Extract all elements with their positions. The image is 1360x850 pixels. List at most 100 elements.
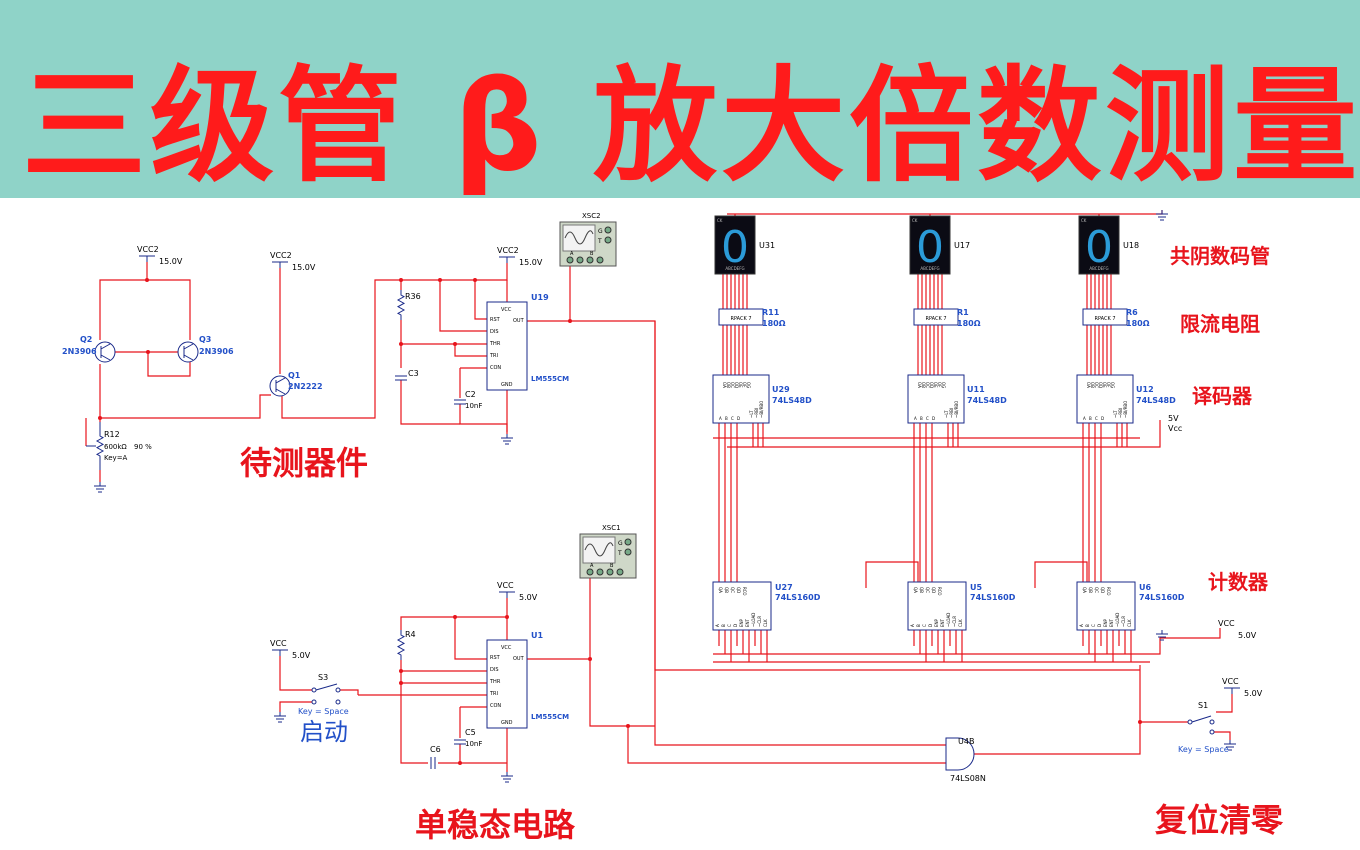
annotation-display: 共阴数码管 (1170, 244, 1270, 268)
counter-part: 74LS160D (970, 593, 1016, 602)
decoder-pin: OF (937, 382, 942, 388)
xsc2-oscilloscope-pin (576, 256, 584, 264)
and-gate-u4b (945, 737, 975, 771)
c5-ref: C5 (465, 728, 476, 737)
display-digit: 0 (916, 222, 944, 273)
wire (400, 616, 507, 630)
counter-pin: QD (1100, 587, 1105, 593)
decoder-ref: U29 (772, 385, 790, 394)
q1-ref: Q1 (288, 371, 301, 380)
u1-555-timer (486, 639, 528, 729)
decade-counter-74ls160 (907, 581, 967, 631)
reset-switch-s1 (1209, 729, 1215, 735)
xsc2-oscilloscope-pin-label: A (570, 251, 574, 257)
start-switch-s3 (335, 687, 341, 693)
counter-pin: QA (718, 587, 723, 593)
xsc2-oscilloscope-pin-label: T (597, 238, 602, 245)
xsc1-oscilloscope-pin (624, 538, 632, 546)
xsc1-oscilloscope-wave (584, 542, 614, 557)
u19-555-timer-pin: TRI (489, 353, 498, 359)
decoder-pin: C (926, 416, 929, 421)
u1-555-timer-pin: RST (490, 655, 501, 661)
display-ref: U18 (1123, 241, 1139, 250)
u1-555-timer-pin: CON (490, 703, 501, 709)
decoder-pin: D (1101, 416, 1104, 421)
u1-555-timer-pin: DIS (490, 667, 499, 673)
u19-555-timer-pin: OUT (513, 318, 525, 324)
wire (713, 628, 1221, 655)
u19-555-timer-ref: U19 (531, 293, 549, 302)
xsc1-oscilloscope-pin (606, 568, 614, 576)
seven-segment-display (714, 215, 756, 275)
q2-transistor (100, 354, 111, 361)
u4b-part: 74LS08N (950, 774, 986, 783)
display-digit: 0 (1085, 222, 1113, 273)
vcc-supply-u1-name: VCC (497, 581, 514, 590)
u19-555-timer-pin: VCC (501, 307, 512, 313)
u1-555-timer-pin: TRI (489, 691, 498, 697)
junction-dot (505, 615, 509, 619)
counter-pin: QC (1094, 587, 1099, 593)
display-ck-label: CK (717, 218, 723, 223)
counter-pin: RCO (937, 587, 942, 596)
q1-transistor (275, 377, 286, 384)
decoder-pin: A (719, 416, 722, 421)
q2-part: 2N3906 (62, 347, 97, 356)
display-pin-labels: ABCDEFG (1089, 266, 1108, 271)
counter-pin: A (715, 624, 720, 627)
r12-value: 600kΩ (104, 443, 127, 451)
decoder-pin: D (737, 416, 740, 421)
counter-pin: ENT (940, 618, 945, 627)
counter-pin: ~LOAD (946, 613, 951, 627)
counter-part: 74LS160D (775, 593, 821, 602)
junction-dot (438, 278, 442, 282)
decade-counter-74ls160 (712, 581, 772, 631)
vcc2-supply-c-value: 15.0V (519, 258, 543, 267)
annotation-monostable: 单稳态电路 (415, 806, 576, 844)
rpack-ref: R1 (957, 308, 969, 317)
u19-555-timer-pin: RST (490, 317, 501, 323)
u19-555-timer-pin: GND (501, 382, 513, 388)
xsc2-oscilloscope-wave (564, 230, 594, 245)
rpack-value: 180Ω (762, 319, 786, 328)
vcc-cnt-value: 5.0V (1238, 631, 1257, 640)
display-pin-labels: ABCDEFG (725, 266, 744, 271)
decoder-pin: OC (730, 382, 735, 388)
counter-pin: A (910, 624, 915, 627)
annotation-reset: 复位清零 (1155, 801, 1284, 839)
counter-part: 74LS160D (1139, 593, 1185, 602)
r12-key: Key=A (104, 454, 128, 462)
counter-ref: U27 (775, 583, 793, 592)
decoder-pin: OF (742, 382, 747, 388)
u1-555-timer-part: LM555CM (531, 713, 569, 721)
u19-555-timer (486, 301, 528, 391)
counter-ref: U5 (970, 583, 982, 592)
xsc2-oscilloscope-ref: XSC2 (582, 212, 601, 220)
xsc2-oscilloscope (562, 224, 596, 252)
counter-pin: D (928, 624, 933, 627)
vcc-supply-s1-name: VCC (1222, 677, 1239, 686)
start-switch-s3 (311, 687, 317, 693)
decoder-part: 74LS48D (967, 396, 1007, 405)
counter-pin: ~LOAD (1115, 613, 1120, 627)
r4-ref: R4 (405, 630, 416, 639)
display-digit: 0 (721, 222, 749, 273)
resistor-pack (1082, 308, 1128, 326)
vcc-supply-s1-value: 5.0V (1244, 689, 1263, 698)
xsc1-oscilloscope-pin (586, 568, 594, 576)
junction-dot (98, 416, 102, 420)
r36-ref: R36 (405, 292, 421, 301)
wire (1034, 561, 1088, 588)
junction-dot (399, 342, 403, 346)
u19-555-timer-pin: THR (489, 341, 501, 347)
counter-pin: QC (730, 587, 735, 593)
rpack-ref: R6 (1126, 308, 1138, 317)
decoder-ref: U12 (1136, 385, 1154, 394)
xsc1-oscilloscope-pin-label: B (610, 563, 614, 569)
vcc-supply-s3-name: VCC (270, 639, 287, 648)
vcc2-supply-b-value: 15.0V (292, 263, 316, 272)
r12-potentiometer (95, 422, 105, 470)
c2-value: 10nF (465, 402, 482, 410)
counter-pin: QD (931, 587, 936, 593)
